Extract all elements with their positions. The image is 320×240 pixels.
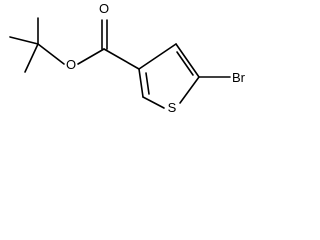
bond-c5-s1 bbox=[179, 76, 200, 104]
bond-quaternary-carbon-to-oxygen bbox=[37, 43, 65, 65]
atom-label-carbonyl-oxygen: O bbox=[99, 1, 109, 16]
bond-c4-c5-inner bbox=[176, 51, 194, 76]
bond-carbonyl-to-ring bbox=[103, 48, 140, 70]
bond-methyl-left bbox=[9, 36, 39, 45]
bond-c2-c3-inner bbox=[145, 72, 150, 95]
atom-label-bromine: Br bbox=[232, 70, 246, 85]
bond-c2-c3 bbox=[138, 68, 144, 98]
bond-s1-c2 bbox=[142, 96, 165, 109]
bond-c3-c4 bbox=[138, 43, 177, 70]
bond-c4-c5 bbox=[175, 43, 200, 78]
thiophene-ring bbox=[138, 43, 200, 109]
bond-oxygen-to-carbonyl-carbon bbox=[77, 48, 105, 65]
atom-label-ester-oxygen: O bbox=[66, 57, 76, 72]
bond-methyl-bottom bbox=[24, 43, 39, 73]
chemical-structure-diagram: O O S Br bbox=[9, 1, 246, 115]
atom-label-sulfur: S bbox=[168, 100, 177, 115]
tert-butyl-group bbox=[9, 17, 65, 73]
ester-group bbox=[77, 19, 140, 70]
